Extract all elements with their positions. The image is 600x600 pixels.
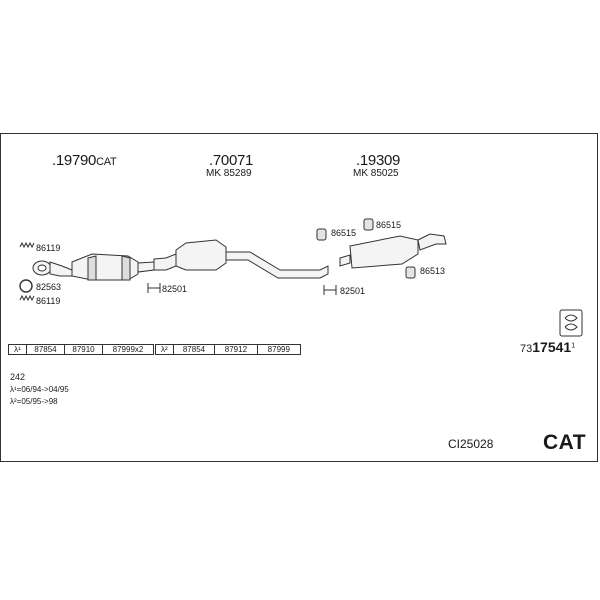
catalyst-part-number: .19790CAT	[52, 152, 117, 169]
variant-table-1: λ¹ 87854 87910 87999x2	[8, 344, 154, 355]
clamp-icon	[147, 283, 337, 295]
reference-number: 73175411	[520, 339, 575, 355]
rear-kit-number: MK 85025	[353, 168, 399, 179]
reference-prefix: 73	[520, 343, 533, 355]
diagram-frame	[0, 133, 598, 462]
rear-part-number: .19309	[356, 152, 401, 169]
model-note: 242	[10, 372, 26, 382]
rear-silencer-drawing	[339, 233, 447, 269]
variant-cell: 87854	[174, 345, 216, 354]
callout-82501-left: 82501	[162, 284, 188, 294]
reference-sup: 1	[571, 342, 576, 350]
variant-table-2: λ² 87854 87912 87999	[155, 344, 301, 355]
system-type: CAT	[543, 431, 587, 454]
callout-86515-a: 86515	[331, 228, 357, 238]
callout-86513: 86513	[420, 266, 446, 276]
reference-symbol-icon	[559, 309, 583, 337]
callout-86119-top: 86119	[36, 243, 61, 253]
callout-82501-right: 82501	[340, 286, 366, 296]
catalyst-suffix: CAT	[96, 156, 117, 168]
variant-note-2: λ²=05/95->98	[10, 397, 58, 406]
variant-cell: 87999	[267, 345, 290, 354]
variant-cell: 87854	[27, 345, 65, 354]
catalyst-drawing	[32, 253, 155, 281]
spring-icon	[19, 241, 35, 302]
callout-86515-b: 86515	[376, 220, 402, 230]
hanger-icon	[316, 218, 416, 279]
middle-silencer-drawing	[153, 239, 329, 279]
variant-cell: 87912	[215, 345, 258, 354]
callout-86119-bottom: 86119	[36, 296, 61, 306]
variant-cell: 87910	[65, 345, 103, 354]
catalyst-number: .19790	[52, 152, 97, 169]
callout-82563: 82563	[36, 282, 62, 292]
middle-kit-number: MK 85289	[206, 168, 252, 179]
variant-note-1: λ¹=06/94->04/95	[10, 385, 69, 394]
system-code: CI25028	[448, 437, 494, 451]
ring-icon	[19, 279, 33, 293]
middle-part-number: .70071	[209, 152, 254, 169]
variant-marker: λ¹	[9, 345, 27, 354]
reference-main: 17541	[532, 339, 572, 355]
variant-cell: 87999x2	[112, 345, 144, 354]
variant-marker: λ²	[156, 345, 174, 354]
